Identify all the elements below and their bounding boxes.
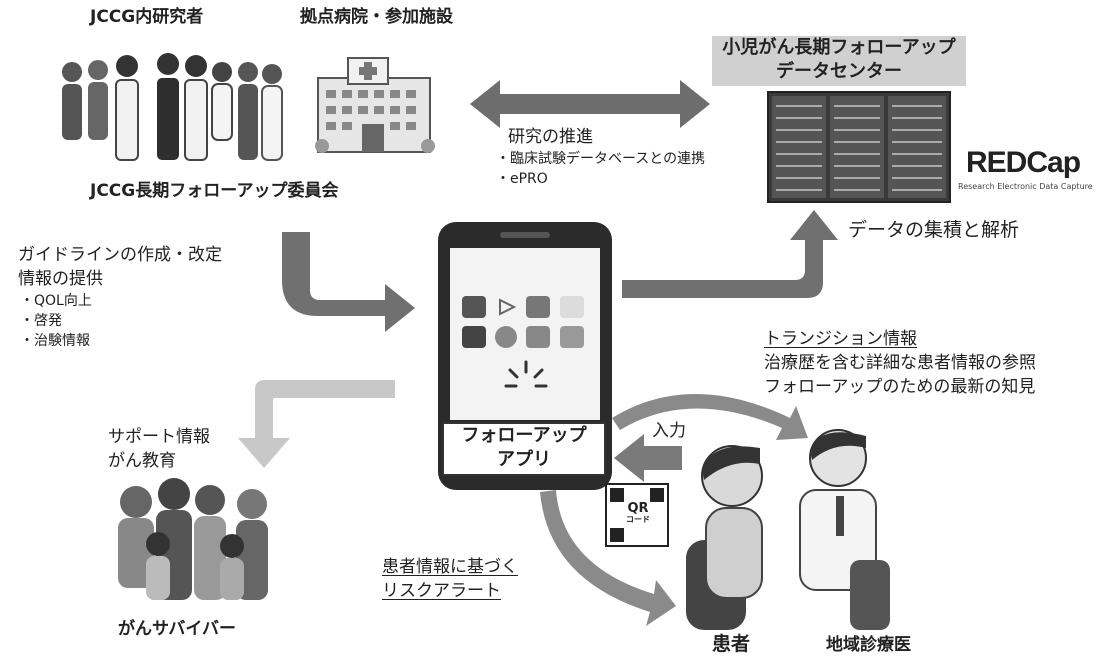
survivors-label: がんサバイバー	[118, 619, 236, 639]
qr-text-line2: コード	[626, 515, 650, 524]
double-arrow-research	[470, 80, 710, 128]
transition-line2: フォローアップのための最新の知見	[764, 377, 1036, 397]
server-rack-illustration	[767, 91, 951, 203]
curved-arrow-app-to-doctor	[612, 394, 808, 440]
guideline-line1: ガイドラインの作成・改定	[18, 245, 222, 265]
arrow-input-to-app	[614, 434, 682, 482]
arrow-app-to-datacenter	[622, 210, 838, 298]
research-bullet-2: ・ePRO	[496, 171, 548, 187]
datacenter-title-line2: データセンター	[776, 61, 902, 82]
survivors-illustration	[118, 478, 268, 600]
qr-code-text: QR コード	[626, 502, 650, 525]
research-bullet-1: ・臨床試験データベースとの連携	[496, 151, 706, 167]
app-label-line1: フォローアップ	[461, 425, 587, 446]
app-label: フォローアップ アプリ	[442, 422, 606, 476]
guideline-bullet-3: ・治験情報	[20, 333, 90, 349]
transition-title: トランジション情報	[764, 329, 917, 349]
hospital-illustration	[315, 57, 435, 153]
arrow-committee-to-app	[282, 232, 415, 332]
doctor-label: 地域診療医	[826, 635, 911, 655]
guideline-line2: 情報の提供	[18, 269, 103, 289]
patient-doctor-illustration	[686, 429, 890, 630]
risk-alert-line1: 患者情報に基づく	[382, 557, 518, 577]
input-label: 入力	[652, 421, 686, 441]
risk-alert-line2: リスクアラート	[382, 581, 501, 601]
app-label-line2: アプリ	[497, 449, 551, 470]
qr-code-illustration	[605, 483, 669, 547]
research-title: 研究の推進	[508, 127, 593, 147]
researchers-illustration	[62, 53, 283, 161]
qr-text-line1: QR	[627, 501, 649, 516]
patient-label: 患者	[712, 633, 751, 655]
redcap-tagline: Research Electronic Data Capture	[958, 182, 1093, 191]
researchers-label: JCCG内研究者	[90, 7, 204, 27]
curved-arrow-app-to-patient	[540, 490, 676, 626]
redcap-logo: REDCap	[966, 146, 1081, 179]
support-line2: がん教育	[108, 451, 176, 471]
support-line1: サポート情報	[108, 427, 210, 447]
data-aggregation-label: データの集積と解析	[848, 219, 1020, 241]
arrow-app-to-survivors	[238, 380, 395, 468]
guideline-bullet-1: ・QOL向上	[20, 293, 92, 309]
guideline-bullet-2: ・啓発	[20, 313, 62, 329]
datacenter-title-line1: 小児がん長期フォローアップ	[722, 37, 956, 58]
transition-line1: 治療歴を含む詳細な患者情報の参照	[764, 353, 1036, 373]
committee-label: JCCG長期フォローアップ委員会	[90, 181, 339, 201]
datacenter-title: 小児がん長期フォローアップ データセンター	[712, 36, 966, 86]
hospitals-label: 拠点病院・参加施設	[300, 7, 453, 27]
